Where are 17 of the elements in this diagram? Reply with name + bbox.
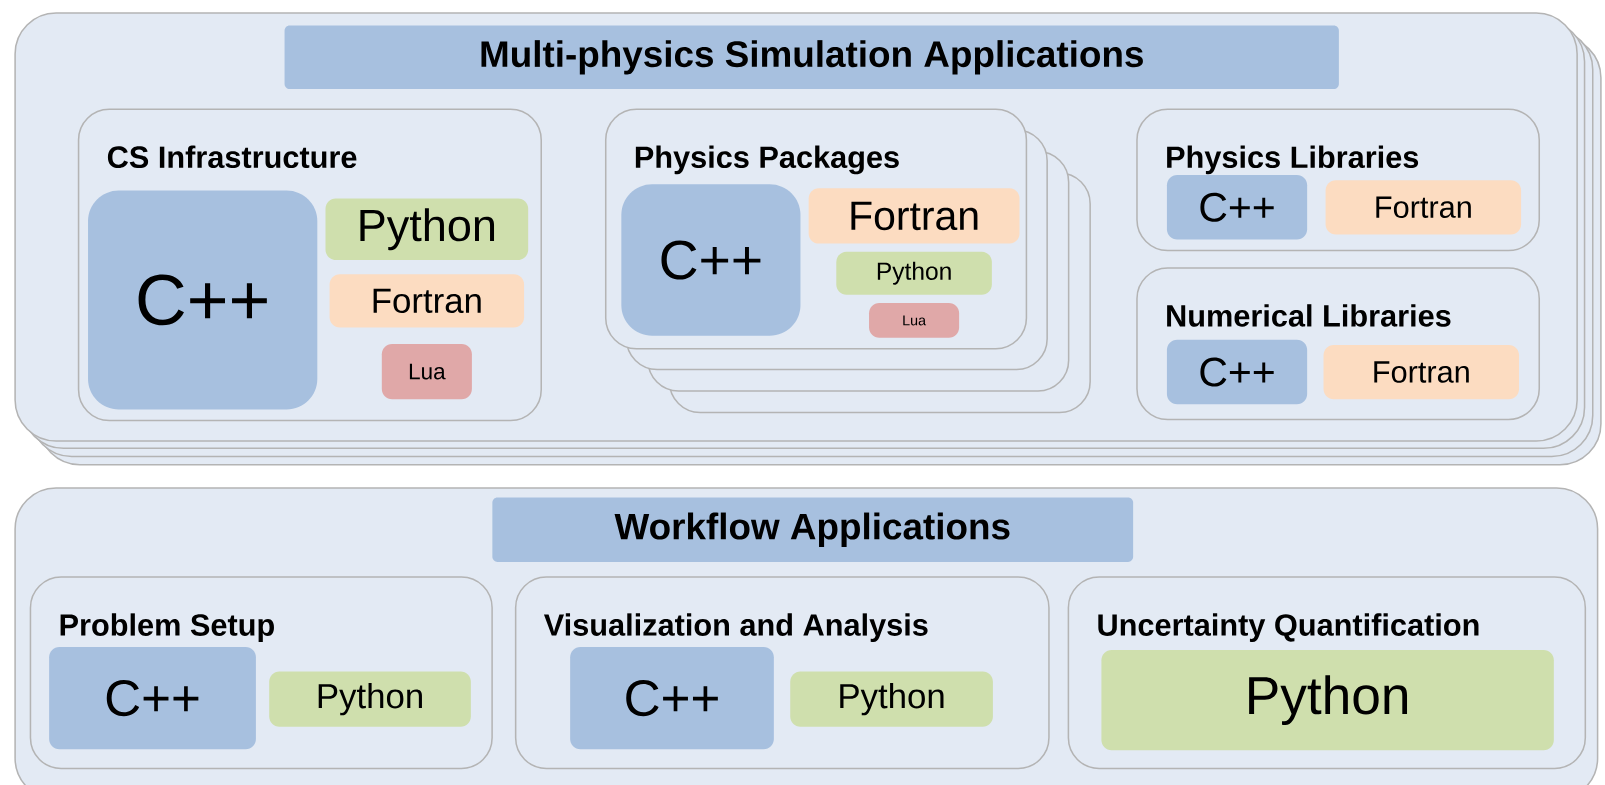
language-box: Fortran xyxy=(1325,180,1522,235)
language-box: Lua xyxy=(381,343,472,400)
language-box: Fortran xyxy=(329,274,525,328)
language-box: Python xyxy=(790,671,993,727)
language-box: C++ xyxy=(88,190,318,410)
language-box: C++ xyxy=(570,646,774,750)
language-box: Lua xyxy=(869,302,960,338)
language-box: C++ xyxy=(1166,175,1308,240)
language-box: C++ xyxy=(49,646,256,750)
language-box: Python xyxy=(269,671,471,727)
language-box: C++ xyxy=(621,184,801,336)
language-box: Fortran xyxy=(1323,344,1520,400)
language-box: Python xyxy=(1101,649,1554,751)
language-box: Python xyxy=(325,198,529,260)
language-box: Python xyxy=(836,251,992,295)
language-box: Fortran xyxy=(808,188,1020,244)
language-box: C++ xyxy=(1166,339,1308,405)
